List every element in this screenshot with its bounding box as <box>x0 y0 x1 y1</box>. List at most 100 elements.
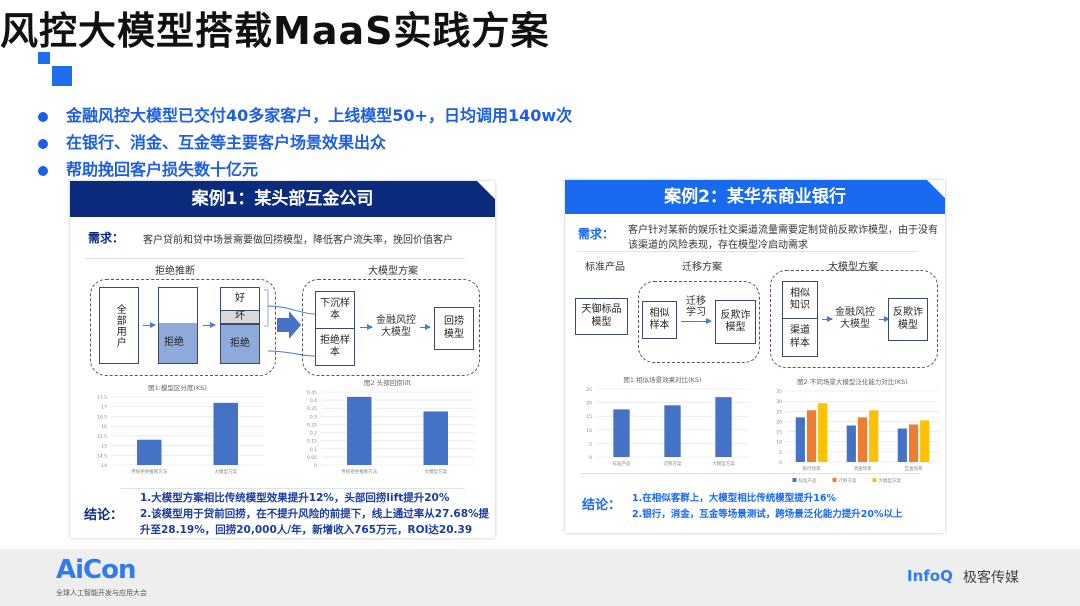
legend-swatch <box>872 478 877 482</box>
transfer-title: 迁移方案 <box>682 262 722 273</box>
llm-solution-title: 大模型方案 <box>368 266 418 277</box>
y-tick-label: 0 <box>589 455 592 461</box>
flow-lines <box>264 289 316 357</box>
ks-chart: 图1:模型区分度(KS)1414.51515.51616.51717.5传统拒绝… <box>97 383 264 475</box>
x-tick-label: 大模型方案 <box>215 468 238 475</box>
y-tick-label: 5 <box>779 450 782 456</box>
y-tick-label: 15.5 <box>97 434 107 440</box>
conclusion-2: 2.银行，消金，互金等场景测试，跨场景泛化能力提升20%以上 <box>632 509 903 520</box>
generalization-chart: 图2 不同场景大模型泛化能力对比(KS)05101520253035银行场景消金… <box>776 377 939 484</box>
x-tick-label: 消金场景 <box>854 465 872 472</box>
conclusion-3: 升至28.19%，回捞20,000人/年，新增收入765万元，ROI达20.39 <box>140 524 473 536</box>
llm-title: 大模型方案 <box>828 262 878 273</box>
recall-model-box: 回捞模型 <box>434 307 474 350</box>
aicon-subtitle: 全球人工智能开发与应用大会 <box>56 589 147 597</box>
aicon-logo: AiCon <box>56 555 136 585</box>
y-tick-label: 10 <box>586 428 592 434</box>
bar <box>213 402 238 465</box>
bullet-text: 在银行、消金、互金等主要客户场景效果出众 <box>66 133 387 152</box>
y-tick-label: 35 <box>776 389 782 395</box>
x-tick-label: 银行场景 <box>803 465 821 472</box>
bar <box>715 397 732 457</box>
bar <box>869 410 879 462</box>
bar <box>846 425 856 462</box>
bad-box: 坏 <box>220 310 260 324</box>
transfer-group <box>638 281 760 363</box>
x-tick-label: 传统拒绝推断方法 <box>341 468 377 475</box>
bullet-item: 帮助挽回客户损失数十亿元 <box>38 156 258 180</box>
all-users-box: 全部用户 <box>99 287 139 364</box>
x-tick-label: 互金场景 <box>905 465 923 472</box>
reject-inference-title: 拒绝推断 <box>155 266 195 277</box>
bullet-text: 帮助挽回客户损失数十亿元 <box>66 160 259 179</box>
x-tick-label: 迁移方案 <box>664 460 682 467</box>
y-tick-label: 0.15 <box>307 439 317 445</box>
divider <box>85 258 465 259</box>
arrow-icon <box>420 324 431 330</box>
x-tick-label: 传统拒绝推断方法 <box>131 468 167 475</box>
bullet-item: 在银行、消金、互金等主要客户场景效果出众 <box>38 129 386 153</box>
lift-chart: 图2 头部回捞lift00.050.10.150.20.250.30.350.4… <box>307 378 474 475</box>
y-tick-label: 25 <box>586 387 592 393</box>
arrow-icon <box>143 322 156 328</box>
case2-header: 案例2：某华东商业银行 <box>565 180 945 214</box>
y-tick-label: 25 <box>776 409 782 415</box>
bullet-dot-icon <box>38 138 48 149</box>
good-box: 好 <box>220 287 260 311</box>
y-tick-label: 14 <box>101 463 107 469</box>
need-text-line1: 客户针对某新的娱乐社交渠道流量需要定制贷前反欺诈模型，由于没有 <box>628 225 938 236</box>
bar <box>920 420 930 462</box>
bullet-dot-icon <box>38 111 48 122</box>
y-tick-label: 5 <box>589 441 592 447</box>
y-tick-label: 15 <box>101 444 107 450</box>
bar <box>137 439 162 465</box>
chart-title: 图2 头部回捞lift <box>364 378 411 387</box>
y-tick-label: 17.5 <box>97 395 107 401</box>
reject-box: 拒绝 <box>220 324 260 364</box>
transfer-learning-label: 迁移学习 <box>686 296 706 318</box>
need-label: 需求： <box>578 227 615 241</box>
y-tick-label: 16.5 <box>97 414 107 420</box>
reject-box: 拒绝 <box>158 287 198 364</box>
divider <box>577 251 917 252</box>
y-tick-label: 0 <box>779 460 782 466</box>
chart-title: 图2 不同场景大模型泛化能力对比(KS) <box>797 377 908 386</box>
y-tick-label: 10 <box>776 440 782 446</box>
conclusion-label: 结论： <box>582 498 622 513</box>
footer: AiCon 全球人工智能开发与应用大会 InfoQ 极客传媒 <box>0 549 1080 606</box>
x-tick-label: 大模型方案 <box>425 468 448 475</box>
divider <box>580 473 920 474</box>
anti-fraud-box: 反欺诈模型 <box>715 300 756 344</box>
case1-card: 案例1：某头部互金公司 需求： 客户贷前和贷中场景需要做回捞模型，降低客户流失率… <box>70 181 495 538</box>
y-tick-label: 0.2 <box>310 431 317 437</box>
arrow-icon <box>360 324 373 330</box>
sink-sample-box: 下沉样本 <box>315 291 355 329</box>
similar-knowledge-box: 相似知识 <box>782 281 818 319</box>
y-tick-label: 0.3 <box>310 414 317 420</box>
need-label: 需求： <box>88 231 125 245</box>
bar <box>423 411 448 465</box>
bar <box>347 396 372 465</box>
y-tick-label: 15 <box>586 414 592 420</box>
bar <box>806 410 817 462</box>
x-tick-label: 大模型方案 <box>712 460 735 467</box>
chart-title: 图1 相似场景效果对比(KS) <box>623 375 701 384</box>
bar <box>613 409 630 457</box>
divider <box>120 488 465 489</box>
bar <box>908 424 919 462</box>
arrow-icon <box>203 322 216 328</box>
y-tick-label: 20 <box>776 419 782 425</box>
bar <box>857 417 868 462</box>
bar <box>897 428 907 462</box>
logo-square-icon <box>52 66 72 86</box>
llm-solution-group <box>302 279 480 376</box>
y-tick-label: 30 <box>776 399 782 405</box>
bar <box>795 417 805 462</box>
reject-inference-group <box>90 279 276 376</box>
bullet-text: 金融风控大模型已交付40多家客户，上线模型50+，日均调用140w次 <box>66 106 573 125</box>
page-title: 风控大模型搭载MaaS实践方案 <box>0 9 550 53</box>
y-tick-label: 20 <box>586 401 592 407</box>
tianyu-box: 天御标品模型 <box>575 298 628 335</box>
need-text: 客户贷前和贷中场景需要做回捞模型，降低客户流失率，挽回价值客户 <box>143 235 453 246</box>
y-tick-label: 0.35 <box>307 406 317 412</box>
